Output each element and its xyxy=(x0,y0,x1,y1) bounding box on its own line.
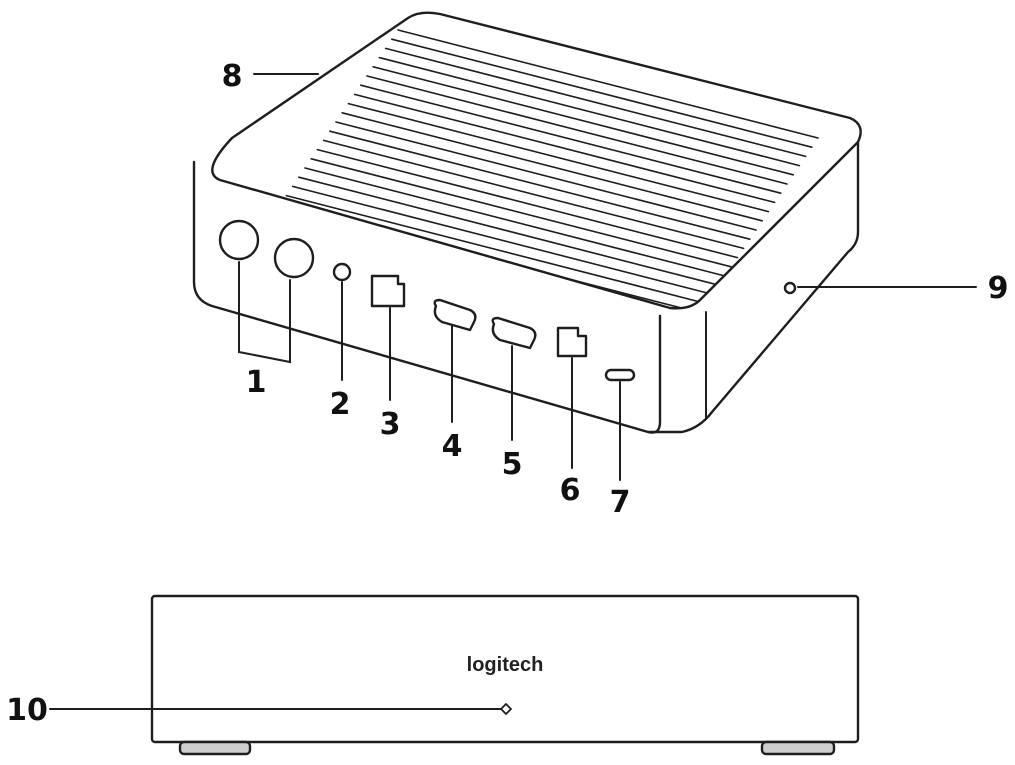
callout-label-7: 7 xyxy=(610,485,631,520)
vent-slat xyxy=(217,295,640,309)
vent-slat xyxy=(322,139,745,250)
reset-hole-icon xyxy=(783,281,797,295)
hdmi-port-2-icon xyxy=(491,316,537,350)
device-foot-left xyxy=(178,740,252,756)
vent-slat xyxy=(316,148,739,259)
device-side-face xyxy=(646,140,860,434)
callout-labels: 1 2 3 4 5 6 7 8 9 10 xyxy=(6,59,1008,728)
vent-slat xyxy=(397,29,819,139)
vent-slat xyxy=(378,56,801,167)
vent-slat xyxy=(229,277,652,309)
device-isometric xyxy=(192,11,862,434)
usb-c-port-icon xyxy=(604,368,636,382)
vent-slat xyxy=(304,167,726,277)
power-jack-icon xyxy=(332,262,352,282)
vent-slat xyxy=(341,112,764,222)
vent-slat xyxy=(384,47,807,158)
vent-slat xyxy=(335,121,757,231)
callout-label-2: 2 xyxy=(330,387,351,422)
callout-label-6: 6 xyxy=(560,473,581,508)
status-led-icon xyxy=(500,703,512,715)
usb-port-2-icon xyxy=(273,237,315,279)
vent-slat xyxy=(310,158,733,268)
vent-slat xyxy=(359,84,782,194)
callout-label-8: 8 xyxy=(222,59,243,94)
vent-slat xyxy=(353,93,776,204)
leader-lines xyxy=(49,73,977,710)
usb-port-1-icon xyxy=(218,219,260,261)
vent-slat xyxy=(390,38,813,148)
ethernet-port-small-icon xyxy=(556,326,588,358)
vent-slat xyxy=(366,75,788,185)
vent-slat xyxy=(297,176,720,287)
callout-label-3: 3 xyxy=(380,407,401,442)
vent-slat xyxy=(291,185,714,296)
hdmi-port-1-icon xyxy=(433,298,477,332)
vent-slat xyxy=(372,66,795,176)
vent-slat xyxy=(347,102,770,213)
device-front-view xyxy=(150,594,860,756)
device-front-face xyxy=(192,160,662,434)
callout-label-5: 5 xyxy=(502,447,523,482)
leader-line-1 xyxy=(238,261,291,364)
device-foot-right xyxy=(760,740,836,756)
ethernet-port-icon xyxy=(370,274,406,308)
vent-slat xyxy=(285,194,708,305)
callout-label-10: 10 xyxy=(6,693,48,728)
callout-label-9: 9 xyxy=(988,271,1009,306)
device-front-body xyxy=(150,594,860,744)
device-top-panel xyxy=(211,11,862,310)
callout-label-1: 1 xyxy=(246,365,267,400)
callout-label-4: 4 xyxy=(442,429,463,464)
vent-slat xyxy=(328,130,751,240)
brand-logo-text: logitech xyxy=(467,654,544,676)
